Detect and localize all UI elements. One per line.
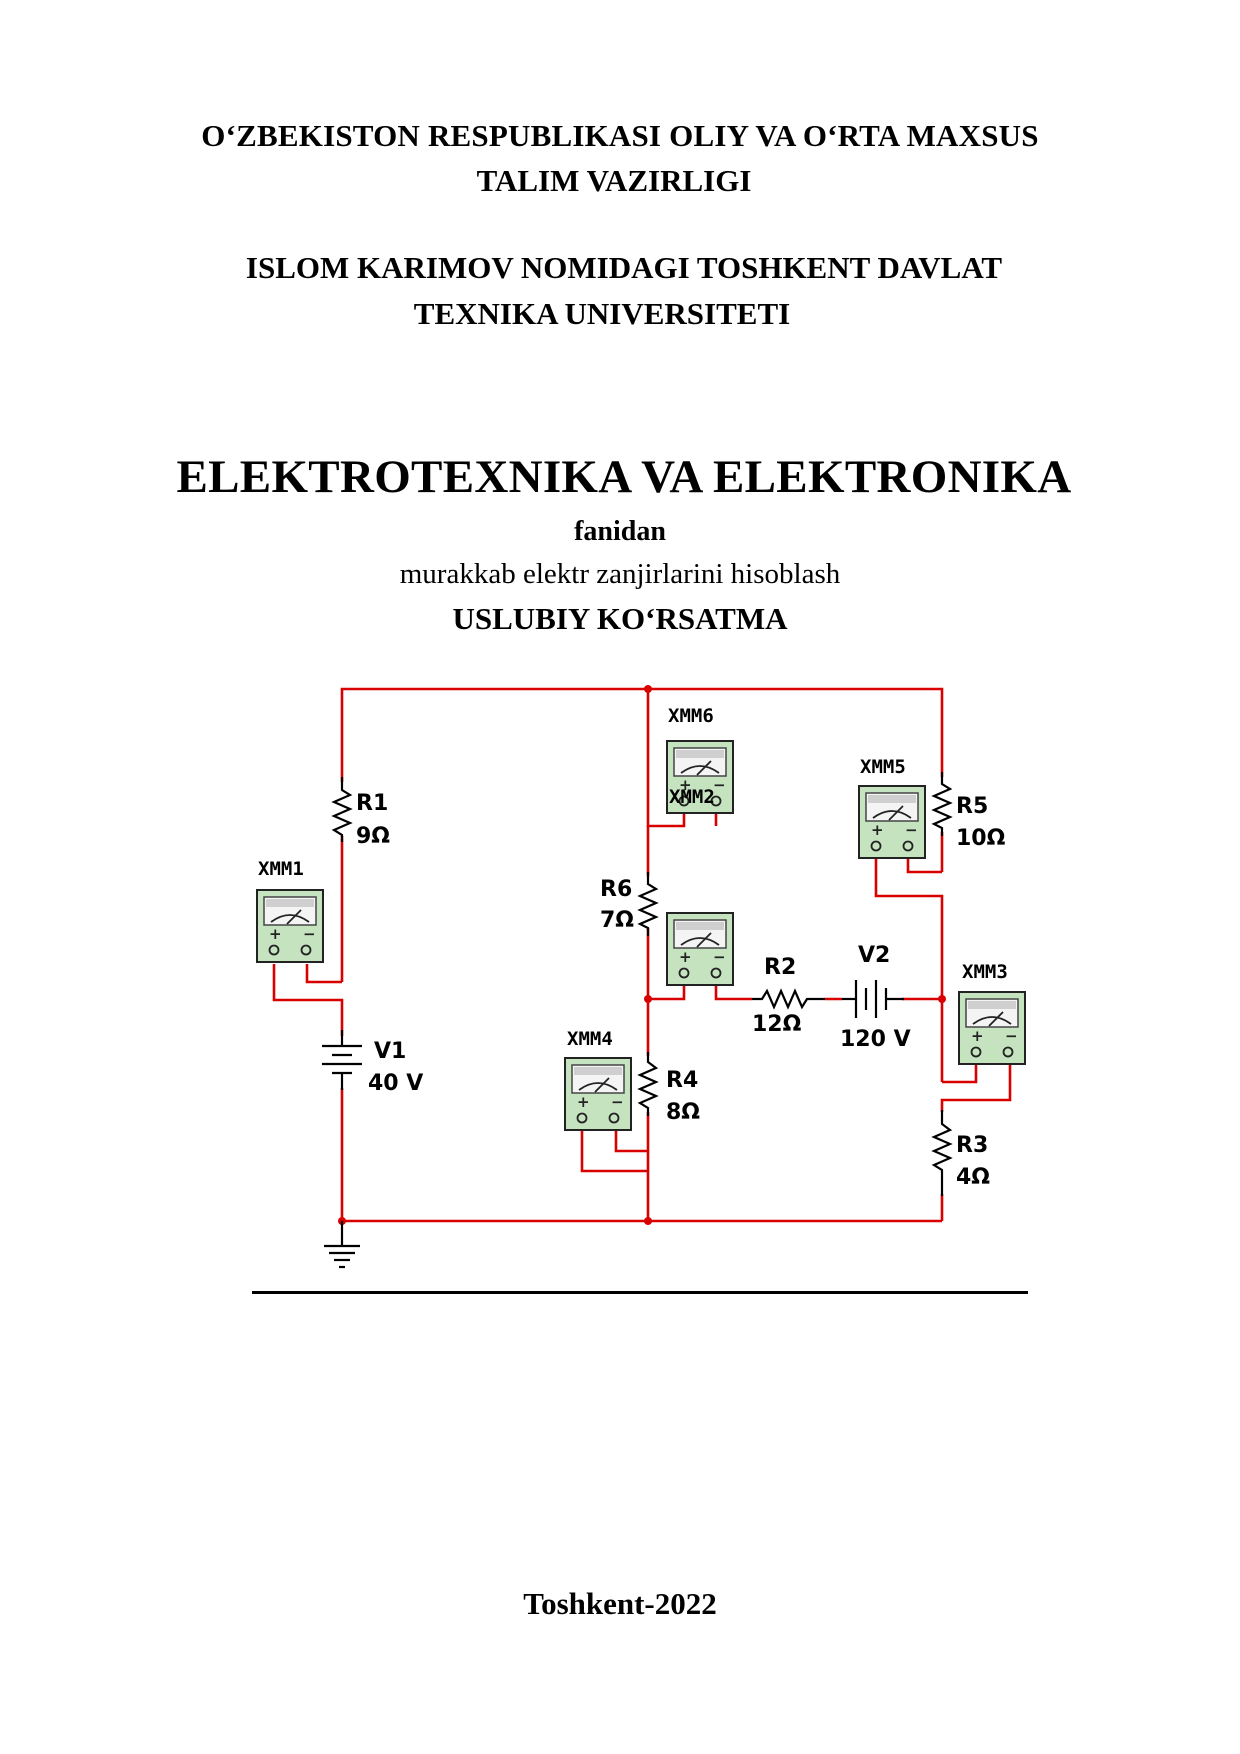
circuit-wires	[272, 687, 1012, 1223]
label-r1-value: 9Ω	[356, 824, 390, 849]
meter-label-xmm5: XMM5	[860, 756, 906, 778]
meter-label-xmm4: XMM4	[567, 1028, 613, 1050]
resistor-r6-symbol	[637, 872, 659, 936]
label-r4-id: R4	[666, 1068, 698, 1093]
label-r4-value: 8Ω	[666, 1100, 700, 1125]
horizontal-divider	[252, 1291, 1028, 1294]
ministry-title-line-2: TALIM VAZIRLIGI	[476, 163, 752, 198]
topic-label: murakkab elektr zanjirlarini hisoblash	[399, 558, 841, 590]
multimeter-xmm4-icon	[564, 1057, 632, 1131]
label-r5-value: 10Ω	[956, 826, 1006, 851]
label-r3-value: 4Ω	[956, 1165, 990, 1190]
document-kind: USLUBIY KO‘RSATMA	[452, 601, 788, 636]
meter-label-xmm3: XMM3	[962, 961, 1008, 983]
label-v1-id: V1	[374, 1039, 406, 1064]
multimeter-xmm5-icon	[858, 785, 926, 859]
multimeter-xmm3-icon	[958, 991, 1026, 1065]
label-r6-id: R6	[600, 877, 632, 902]
meter-label-xmm2: XMM2	[669, 786, 715, 808]
label-r3-id: R3	[956, 1133, 988, 1158]
ground-symbol	[324, 1221, 360, 1269]
battery-v2-symbol	[842, 980, 904, 1018]
multimeter-xmm2-icon	[666, 912, 734, 986]
place-and-year: Toshkent-2022	[523, 1586, 717, 1621]
resistor-r5-symbol	[931, 772, 953, 836]
label-r1-id: R1	[356, 791, 388, 816]
resistor-r1-symbol	[331, 777, 353, 842]
resistor-r2-symbol	[752, 988, 825, 1010]
multimeter-xmm1-icon	[256, 889, 324, 963]
label-r2-value: 12Ω	[752, 1012, 802, 1037]
label-r2-id: R2	[764, 955, 796, 980]
subject-label: fanidan	[574, 516, 666, 547]
label-v2-id: V2	[858, 943, 890, 968]
university-title-line-1: ISLOM KARIMOV NOMIDAGI TOSHKENT DAVLAT	[245, 250, 1003, 285]
ministry-title-line-1: O‘ZBEKISTON RESPUBLIKASI OLIY VA O‘RTA M…	[201, 118, 1039, 153]
meter-label-xmm1: XMM1	[258, 858, 304, 880]
circuit-junctions	[338, 685, 946, 1225]
meter-label-xmm6: XMM6	[668, 705, 714, 727]
battery-v1-symbol	[322, 1030, 362, 1090]
university-title-line-2: TEXNIKA UNIVERSITETI	[413, 296, 791, 331]
document-title: ELEKTROTEXNIKA VA ELEKTRONIKA	[176, 451, 1072, 503]
label-v2-value: 120 V	[840, 1027, 911, 1052]
label-v1-value: 40 V	[368, 1071, 423, 1096]
label-r5-id: R5	[956, 794, 988, 819]
resistor-r3-symbol	[931, 1110, 953, 1196]
label-r6-value: 7Ω	[600, 908, 634, 933]
resistor-r4-symbol	[637, 1052, 659, 1116]
